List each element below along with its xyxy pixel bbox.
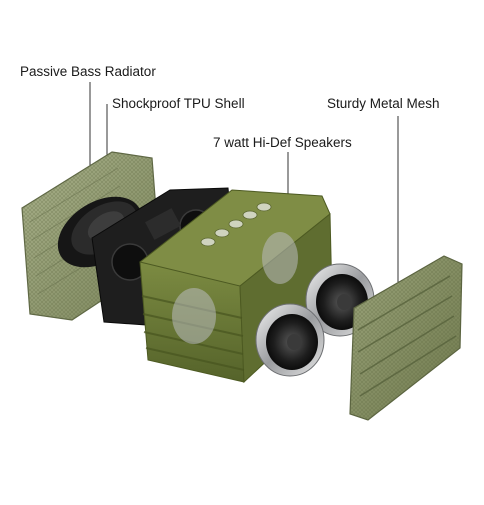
right-metal-mesh [349, 255, 463, 421]
shell-button-1 [200, 237, 216, 247]
label-hi-def-speakers: 7 watt Hi-Def Speakers [213, 135, 352, 150]
label-shockproof-tpu-shell: Shockproof TPU Shell [112, 96, 245, 111]
shell-button-2 [214, 228, 230, 238]
shell-button-5 [256, 202, 272, 212]
shell-button-3 [228, 219, 244, 229]
speaker-driver-front [255, 303, 325, 377]
label-sturdy-metal-mesh: Sturdy Metal Mesh [327, 96, 440, 111]
label-passive-bass-radiator: Passive Bass Radiator [20, 64, 156, 79]
shell-button-4 [242, 210, 258, 220]
